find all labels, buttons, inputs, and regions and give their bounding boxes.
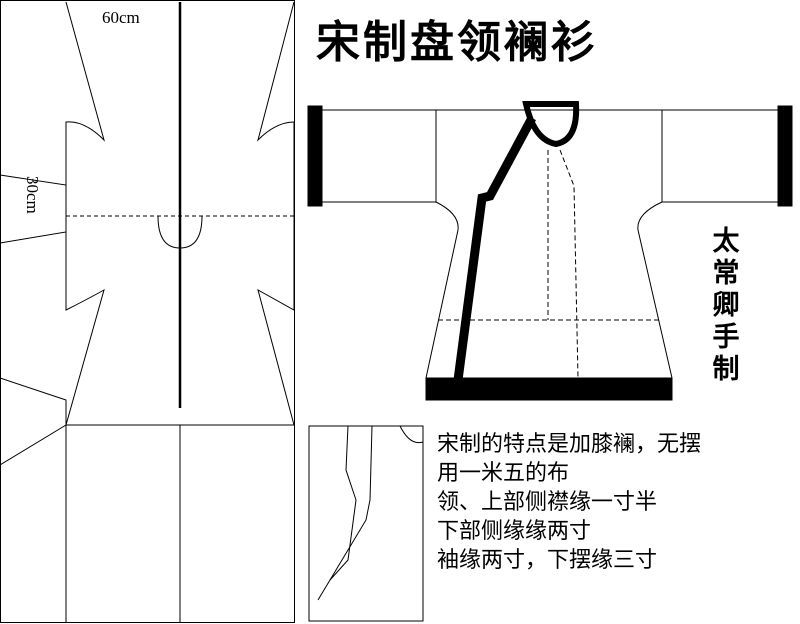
width-dimension-label: 60cm — [102, 8, 140, 27]
detail-frame — [308, 425, 424, 622]
right-body-cut — [257, 1, 295, 426]
neckline-curve — [157, 215, 203, 249]
note-line: 用一米五的布 — [437, 461, 570, 486]
left-sleeve — [321, 109, 437, 203]
right-sleeve — [661, 109, 779, 203]
pattern-notes: 宋制的特点是加膝襕，无摆 用一米五的布 领、上部侧襟缘一寸半 下部侧缘缘两寸 袖… — [437, 430, 701, 575]
height-dimension-label: 30cm — [23, 176, 42, 214]
left-body-cut — [65, 1, 105, 426]
right-cuff — [777, 105, 793, 207]
right-body-side — [637, 201, 673, 379]
maker-char: 太 — [712, 226, 740, 257]
note-line: 领、上部侧襟缘一寸半 — [437, 490, 658, 515]
note-line: 宋制的特点是加膝襕，无摆 — [437, 432, 702, 457]
maker-signature: 太 常 卿 手 制 — [706, 226, 746, 386]
diagram-title: 宋制盘领襕衫 — [316, 17, 598, 68]
left-cuff — [307, 105, 323, 207]
maker-char: 卿 — [712, 290, 740, 321]
robe-drawing — [307, 101, 793, 401]
note-line: 袖缘两寸，下摆缘三寸 — [437, 548, 658, 573]
maker-char: 制 — [712, 354, 740, 385]
maker-char: 常 — [712, 258, 740, 289]
hem-band — [425, 377, 673, 401]
detail-cut-a — [329, 425, 357, 581]
side-panel-detail — [308, 425, 424, 622]
left-gore-strip — [0, 377, 67, 466]
lapel-border — [453, 115, 536, 381]
note-line: 下部侧缘缘两寸 — [437, 519, 592, 544]
maker-char: 手 — [712, 322, 740, 353]
left-body-side — [425, 201, 459, 379]
detail-cut-b — [317, 425, 373, 601]
detail-curve — [399, 425, 424, 444]
cutting-layout — [0, 0, 295, 623]
fabric-outline — [0, 0, 295, 623]
lapel-dash — [559, 149, 579, 379]
left-sleeve-strip — [0, 174, 67, 244]
